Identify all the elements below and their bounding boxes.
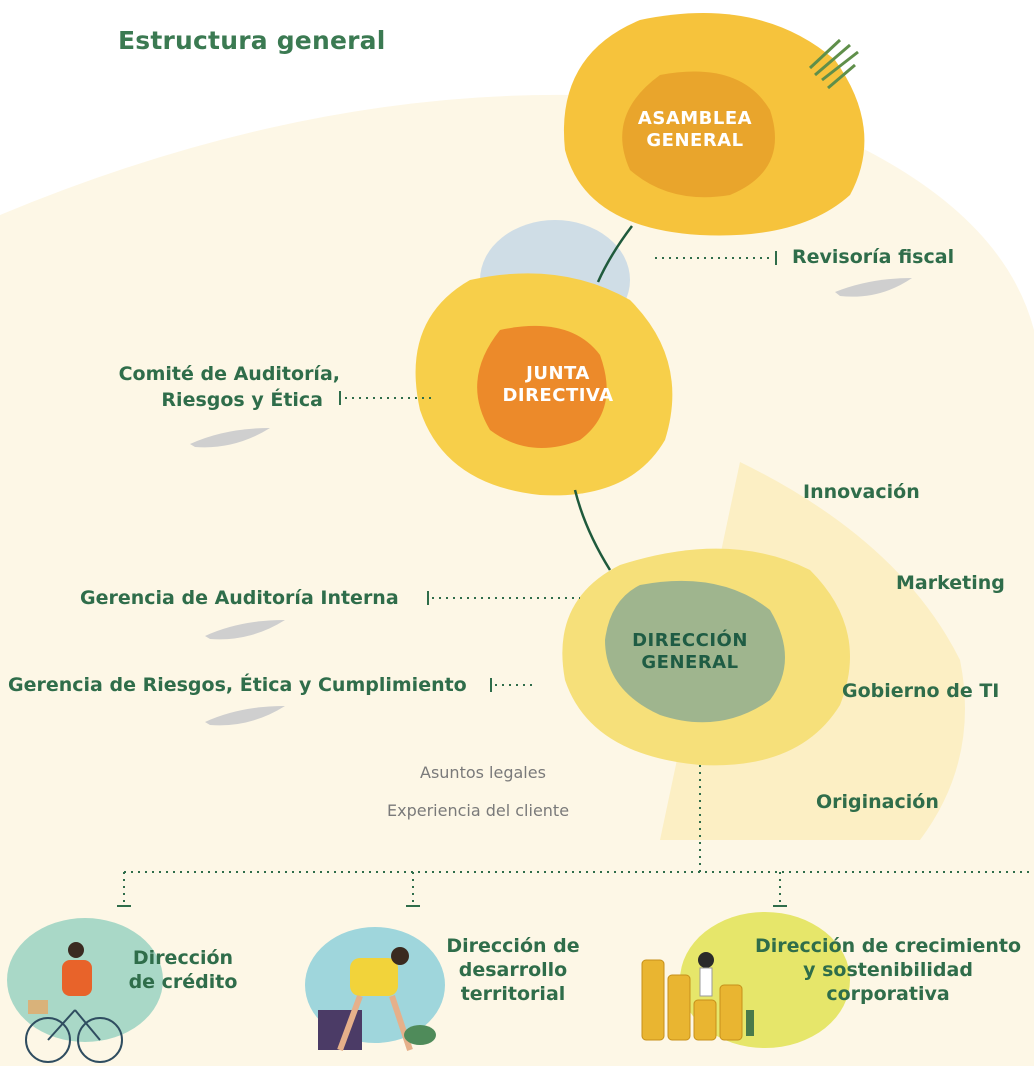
desarrollo-line1: Dirección de [446, 935, 580, 957]
label-gerencia-riesgos: Gerencia de Riesgos, Ética y Cumplimient… [8, 674, 467, 696]
credito-line1: Dirección [132, 947, 234, 969]
desarrollo-line3: territorial [460, 983, 566, 1005]
label-experiencia-cliente: Experiencia del cliente [387, 801, 570, 820]
label-revisoria-fiscal: Revisoría fiscal [792, 246, 955, 268]
credito-line2: de crédito [128, 971, 238, 993]
label-asuntos-legales: Asuntos legales [420, 763, 546, 782]
label-direccion-desarrollo: Dirección de desarrollo territorial [428, 934, 598, 1006]
node-direccion-general: DIRECCIÓN GENERAL [632, 630, 748, 673]
label-comite-line2: Riesgos y Ética [161, 389, 323, 411]
crecimiento-line1: Dirección de crecimiento [754, 935, 1022, 957]
connector-ticks [117, 251, 787, 907]
coins-illustration [641, 952, 754, 1041]
grass-accent [808, 38, 859, 90]
farmer-illustration [318, 947, 436, 1052]
label-comite-line1: Comité de Auditoría, [118, 363, 340, 385]
label-originacion: Originación [816, 791, 939, 813]
node-junta-directiva: JUNTA DIRECTIVA [502, 363, 614, 406]
connector-junta-direccion [573, 489, 612, 571]
junta-inner-blob [477, 325, 607, 448]
cyclist-illustration [25, 942, 123, 1063]
asamblea-inner-blob [622, 71, 775, 198]
crecimiento-line2: y sostenibilidad [803, 959, 973, 981]
node-asamblea-general: ASAMBLEA GENERAL [637, 108, 753, 151]
label-marketing: Marketing [896, 572, 1005, 594]
page-title: Estructura general [118, 26, 386, 55]
label-gerencia-auditoria: Gerencia de Auditoría Interna [80, 587, 399, 609]
label-innovacion: Innovación [803, 481, 920, 503]
dotted-connectors [123, 257, 1034, 905]
connector-asamblea-junta [596, 225, 633, 283]
label-direccion-crecimiento: Dirección de crecimiento y sostenibilida… [748, 934, 1028, 1006]
crecimiento-line3: corporativa [826, 983, 950, 1005]
label-shadows [190, 278, 912, 726]
label-gobierno-ti: Gobierno de TI [842, 680, 1000, 702]
direccion-inner-blob [605, 580, 785, 723]
desarrollo-line2: desarrollo [458, 959, 568, 981]
label-direccion-credito: Dirección de crédito [128, 946, 238, 994]
